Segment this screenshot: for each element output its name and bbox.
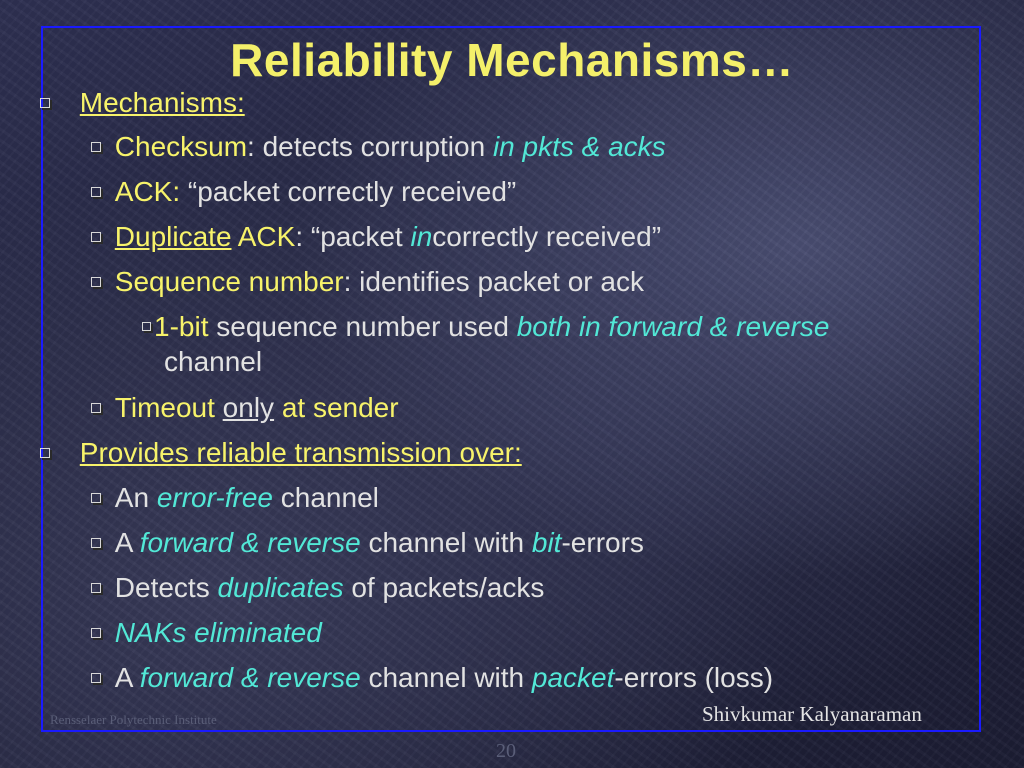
mechanisms-heading: Mechanisms: bbox=[79, 87, 245, 118]
bullet-duplicate-ack: Duplicate ACK: “packet incorrectly recei… bbox=[91, 220, 661, 254]
square-bullet-icon bbox=[91, 492, 101, 503]
provides-heading: Provides reliable transmission over: bbox=[79, 437, 522, 468]
square-bullet-icon bbox=[91, 402, 101, 413]
square-bullet-icon bbox=[91, 582, 101, 593]
bullet-one-bit: 1-bit sequence number used both in forwa… bbox=[142, 310, 830, 344]
square-bullet-icon bbox=[91, 186, 101, 197]
slide-frame bbox=[41, 26, 981, 732]
bullet-mechanisms: Mechanisms: bbox=[40, 86, 245, 120]
square-bullet-icon bbox=[91, 672, 101, 683]
bullet-packet-errors: A forward & reverse channel with packet-… bbox=[91, 661, 773, 695]
bullet-bit-errors: A forward & reverse channel with bit-err… bbox=[91, 526, 644, 560]
bullet-provides: Provides reliable transmission over: bbox=[40, 436, 522, 470]
footer-institution: Rensselaer Polytechnic Institute bbox=[50, 712, 217, 727]
square-bullet-icon bbox=[91, 141, 101, 152]
bullet-sequence-number: Sequence number: identifies packet or ac… bbox=[91, 265, 644, 299]
square-bullet-icon bbox=[91, 627, 101, 638]
square-bullet-icon bbox=[91, 276, 101, 287]
bullet-duplicates: Detects duplicates of packets/acks bbox=[91, 571, 544, 605]
square-bullet-icon bbox=[40, 447, 50, 458]
square-bullet-icon bbox=[40, 97, 50, 108]
bullet-naks: NAKs eliminated bbox=[91, 616, 322, 650]
square-bullet-icon bbox=[91, 537, 101, 548]
bullet-ack: ACK: “packet correctly received” bbox=[91, 175, 516, 209]
slide-title: Reliability Mechanisms… bbox=[230, 34, 794, 86]
square-bullet-icon bbox=[91, 231, 101, 242]
bullet-checksum: Checksum: detects corruption in pkts & a… bbox=[91, 130, 666, 164]
footer-author: Shivkumar Kalyanaraman bbox=[702, 702, 922, 726]
bullet-timeout: Timeout only at sender bbox=[91, 391, 399, 425]
page-number: 20 bbox=[496, 740, 516, 762]
bullet-error-free: An error-free channel bbox=[91, 481, 379, 515]
square-bullet-icon bbox=[142, 322, 151, 332]
one-bit-wrap: channel bbox=[164, 346, 263, 377]
